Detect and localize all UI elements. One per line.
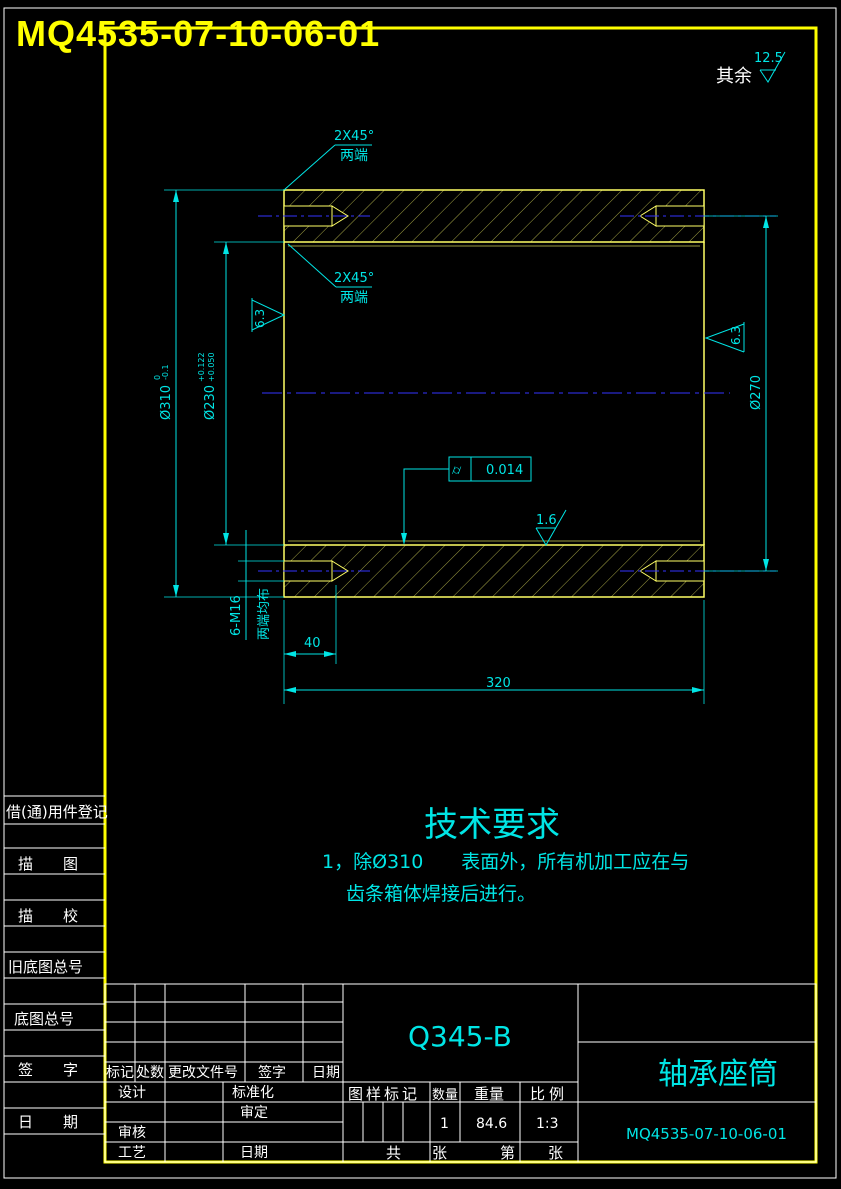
svg-text:两端均布: 两端均布 xyxy=(257,588,272,640)
svg-text:旧底图总号: 旧底图总号 xyxy=(8,958,83,976)
dim-thread-depth: 40 xyxy=(283,585,337,704)
material-label: Q345-B xyxy=(408,1020,512,1053)
svg-text:审定: 审定 xyxy=(240,1105,268,1121)
svg-text:两端: 两端 xyxy=(340,148,368,164)
roughness-bore-right: 6.3 xyxy=(704,322,745,353)
svg-text:其余: 其余 xyxy=(716,66,752,87)
tolerance-frame: ⌭ 0.014 xyxy=(401,456,532,545)
svg-text:工艺: 工艺 xyxy=(118,1145,146,1161)
svg-text:Ø230: Ø230 xyxy=(203,385,218,420)
svg-text:6.3: 6.3 xyxy=(253,309,267,328)
svg-text:两端: 两端 xyxy=(340,290,368,306)
chamfer-top-note: 2X45° 两端 xyxy=(283,129,374,191)
svg-text:共: 共 xyxy=(386,1144,401,1162)
svg-text:描 图: 描 图 xyxy=(18,855,78,873)
svg-text:张: 张 xyxy=(432,1144,447,1162)
part-name: 轴承座筒 xyxy=(658,1057,778,1092)
dim-length: 320 xyxy=(284,600,705,704)
section-view xyxy=(258,189,776,598)
svg-text:6-M16: 6-M16 xyxy=(229,595,244,636)
svg-text:审核: 审核 xyxy=(118,1125,146,1141)
title-block-text: Q345-B 轴承座筒 MQ4535-07-10-06-01 标记 处数 更改文… xyxy=(106,1020,787,1162)
svg-text:1: 1 xyxy=(440,1116,449,1132)
roughness-bore-left: 6.3 xyxy=(251,298,286,332)
svg-text:日 期: 日 期 xyxy=(18,1113,78,1131)
svg-text:Ø310: Ø310 xyxy=(159,385,174,420)
thread-note: 6-M16 两端均布 xyxy=(229,530,284,640)
svg-text:日期: 日期 xyxy=(240,1145,268,1161)
title-drawing-number: MQ4535-07-10-06-01 xyxy=(626,1125,787,1143)
svg-text:-0.1: -0.1 xyxy=(161,364,170,380)
svg-text:0: 0 xyxy=(153,375,162,380)
svg-text:借(通)用件登记: 借(通)用件登记 xyxy=(6,803,108,821)
sheet-border xyxy=(3,7,837,1179)
svg-text:数量: 数量 xyxy=(432,1088,458,1103)
svg-text:2X45°: 2X45° xyxy=(334,129,374,144)
svg-text:+0.050: +0.050 xyxy=(207,352,216,382)
svg-text:处数: 处数 xyxy=(136,1065,164,1081)
title-block-grid xyxy=(104,983,817,1163)
svg-text:标记: 标记 xyxy=(106,1065,134,1081)
svg-text:Ø270: Ø270 xyxy=(749,375,764,410)
svg-text:2X45°: 2X45° xyxy=(334,271,374,286)
svg-text:技术要求: 技术要求 xyxy=(424,805,560,845)
svg-text:84.6: 84.6 xyxy=(476,1116,507,1132)
dim-bore-diameter: Ø230 +0.122 +0.050 xyxy=(197,241,284,546)
svg-text:第: 第 xyxy=(500,1144,515,1162)
left-registration-labels: 借(通)用件登记 描 图 描 校 旧底图总号 底图总号 签 字 日 期 xyxy=(6,803,108,1131)
svg-text:重量: 重量 xyxy=(474,1085,504,1103)
drawing-number-overlay: MQ4535-07-10-06-01 xyxy=(16,13,381,54)
dim-outer-diameter: Ø310 0 -0.1 xyxy=(153,189,284,598)
roughness-inner: 1.6 xyxy=(535,509,567,546)
svg-text:0.014: 0.014 xyxy=(486,463,523,478)
svg-text:标准化: 标准化 xyxy=(232,1085,274,1101)
general-roughness: 其余 12.5 xyxy=(716,51,786,87)
svg-text:张: 张 xyxy=(548,1144,563,1162)
svg-text:比例: 比例 xyxy=(530,1085,568,1103)
svg-text:日期: 日期 xyxy=(312,1065,340,1081)
svg-text:1.6: 1.6 xyxy=(536,513,557,528)
svg-text:签字: 签字 xyxy=(258,1064,286,1081)
chamfer-bore-note: 2X45° 两端 xyxy=(287,243,374,306)
svg-text:签 字: 签 字 xyxy=(18,1061,78,1079)
svg-text:更改文件号: 更改文件号 xyxy=(168,1065,238,1081)
svg-text:设计: 设计 xyxy=(118,1085,146,1101)
left-registration-column xyxy=(4,795,105,1135)
svg-text:40: 40 xyxy=(304,636,321,651)
svg-text:1:3: 1:3 xyxy=(536,1116,559,1132)
svg-text:+0.122: +0.122 xyxy=(197,352,206,382)
svg-text:齿条箱体焊接后进行。: 齿条箱体焊接后进行。 xyxy=(346,883,536,905)
svg-text:图样标记: 图样标记 xyxy=(348,1085,420,1103)
svg-text:⌭: ⌭ xyxy=(452,463,462,478)
svg-text:底图总号: 底图总号 xyxy=(14,1010,74,1028)
dim-pitch-diameter: Ø270 xyxy=(704,215,778,572)
svg-text:6.3: 6.3 xyxy=(729,326,743,345)
svg-text:12.5: 12.5 xyxy=(754,51,783,66)
technical-requirements: 技术要求 1，除Ø310 表面外，所有机加工应在与 齿条箱体焊接后进行。 xyxy=(322,805,689,905)
svg-text:描 校: 描 校 xyxy=(18,907,78,925)
svg-text:320: 320 xyxy=(486,676,511,691)
svg-text:1，除Ø310 表面外，所有机加工应在与: 1，除Ø310 表面外，所有机加工应在与 xyxy=(322,851,689,873)
